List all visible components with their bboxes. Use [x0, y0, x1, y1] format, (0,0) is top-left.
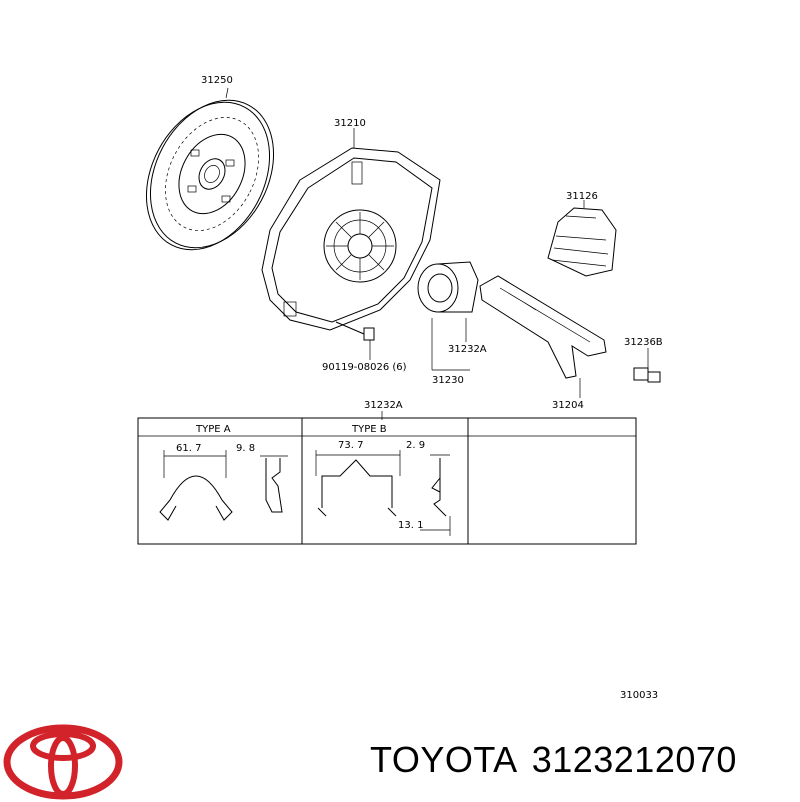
- table-title: 31232A: [364, 400, 403, 411]
- dim-b3: 13. 1: [398, 520, 423, 531]
- type-a-clip: [159, 450, 288, 521]
- dim-b2: 2. 9: [406, 440, 425, 451]
- dim-b1: 73. 7: [338, 440, 363, 451]
- clutch-cover: [261, 128, 441, 331]
- dim-a1: 61. 7: [176, 443, 201, 454]
- brand-name: TOYOTA: [370, 739, 518, 780]
- type-b-label: TYPE B: [351, 424, 387, 435]
- part-number: 3123212070: [531, 739, 737, 780]
- pivot-stud: [633, 348, 661, 383]
- detail-table: [137, 417, 637, 545]
- footer-caption: TOYOTA 3123212070: [370, 738, 751, 782]
- fork-boot: [547, 200, 617, 277]
- type-b-clip: [315, 450, 451, 536]
- label-31204: 31204: [552, 400, 584, 411]
- label-31210: 31210: [334, 118, 366, 129]
- label-31250: 31250: [201, 75, 233, 86]
- label-31232a: 31232A: [448, 344, 487, 355]
- type-a-label: TYPE A: [195, 424, 231, 435]
- release-fork: [479, 275, 607, 398]
- label-31236b: 31236B: [624, 337, 663, 348]
- label-31126: 31126: [566, 191, 598, 202]
- release-bearing: [417, 261, 479, 371]
- cover-bolt: [335, 321, 375, 360]
- toyota-logo: [3, 724, 123, 800]
- label-31230: 31230: [432, 375, 464, 386]
- clutch-disc: [145, 87, 275, 251]
- reference-code: 310033: [620, 690, 658, 701]
- dim-a2: 9. 8: [236, 443, 255, 454]
- label-bolt: 90119-08026 (6): [322, 362, 407, 373]
